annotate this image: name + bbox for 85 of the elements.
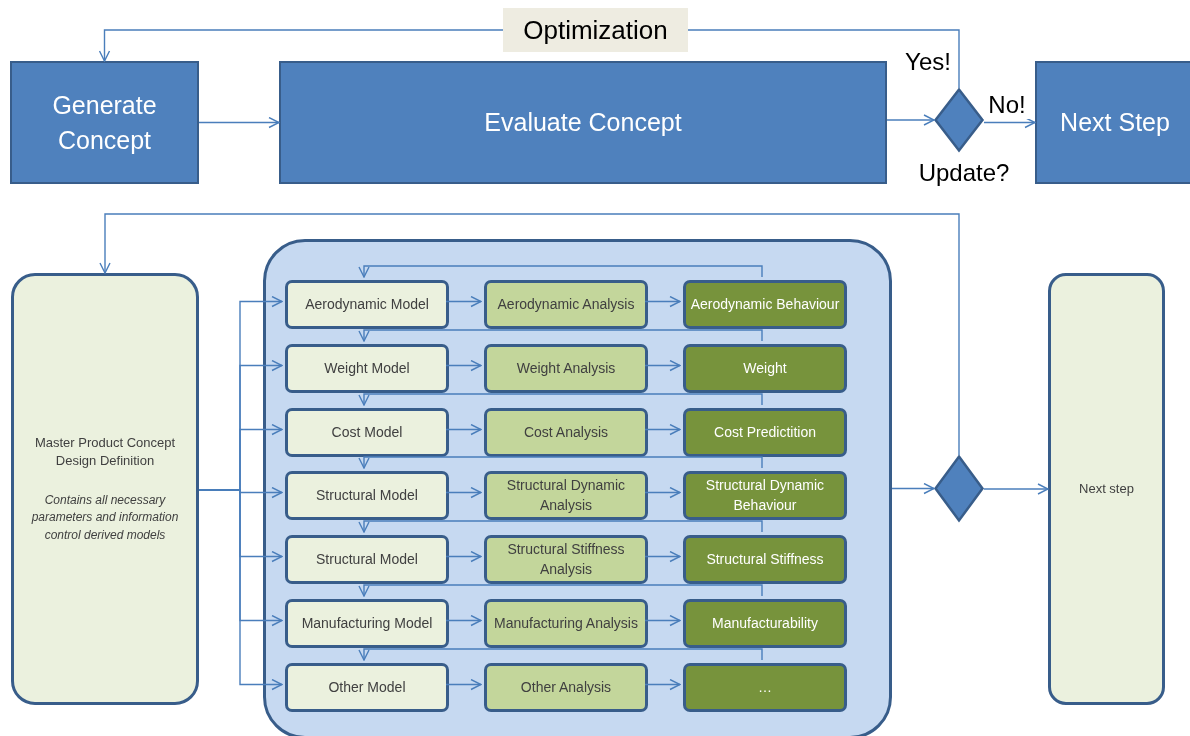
- decision-label: Yes!: [904, 48, 952, 76]
- connector-arrow: [99, 213, 960, 456]
- node-label: Cost Model: [331, 422, 403, 442]
- connector-arrow: [198, 116, 280, 129]
- node-label: Structural Stiffness Analysis: [506, 539, 626, 579]
- node-label: Other Analysis: [520, 677, 612, 697]
- connector-arrow: [445, 295, 482, 308]
- model-group-panel: [263, 239, 892, 736]
- node-label: Aerodynamic Analysis: [497, 294, 635, 314]
- analysis-box: [484, 344, 648, 393]
- connector-arrow: [358, 584, 763, 597]
- analysis-box: [484, 599, 648, 648]
- connector-arrow: [886, 114, 935, 126]
- node-label: Structural Model: [316, 549, 418, 569]
- result-box: [683, 344, 847, 393]
- node-label: Manufacturability: [712, 613, 818, 633]
- connector-arrow: [644, 614, 681, 627]
- node-label: Next Step: [1060, 107, 1170, 138]
- decision-label: Update?: [917, 158, 1011, 188]
- result-box: [683, 535, 847, 584]
- connector-arrow: [358, 265, 763, 278]
- node-label: Manufacturing Analysis: [494, 613, 638, 633]
- connector-arrow: [358, 648, 763, 661]
- node-label: Structural Dynamic Analysis: [505, 475, 627, 515]
- definition-panel: [11, 273, 199, 705]
- analysis-box: [484, 663, 648, 712]
- result-box: [683, 599, 847, 648]
- node-label: Generate Concept: [51, 89, 158, 156]
- process-box: [279, 61, 887, 184]
- analysis-box: [484, 280, 648, 329]
- connector-arrow: [644, 359, 681, 372]
- next-step-panel: [1048, 273, 1165, 705]
- model-box: [285, 599, 449, 648]
- connector-arrow: [358, 520, 763, 533]
- model-box: [285, 280, 449, 329]
- node-label: Cost Analysis: [523, 422, 608, 442]
- connector-arrow: [644, 550, 681, 563]
- connector-arrow: [445, 359, 482, 372]
- node-label: Structural Stiffness: [706, 549, 824, 569]
- result-box: [683, 408, 847, 457]
- node-label: Weight Model: [324, 358, 410, 378]
- node-note: Contains all necessary parameters and information control derived models: [30, 492, 180, 544]
- connector-arrow: [445, 486, 482, 499]
- process-box: [10, 61, 199, 184]
- connector-arrow: [644, 295, 681, 308]
- model-box: [285, 535, 449, 584]
- decision-diamond: [934, 88, 984, 152]
- node-label: Next step: [1079, 479, 1134, 498]
- connector-arrow: [358, 329, 763, 342]
- connector-arrow: [983, 483, 1049, 495]
- connector-arrow: [445, 614, 482, 627]
- node-label: Master Product Concept Design Definition: [33, 433, 177, 470]
- model-box: [285, 344, 449, 393]
- edge-label: Optimization: [503, 8, 688, 52]
- node-label: Structural Dynamic Behaviour: [704, 475, 826, 515]
- analysis-box: [484, 408, 648, 457]
- node-label: Aerodynamic Model: [305, 294, 429, 314]
- connector-arrow: [644, 423, 681, 436]
- analysis-box: [484, 535, 648, 584]
- model-box: [285, 471, 449, 520]
- connector-arrow: [644, 678, 681, 691]
- connector-arrow: [644, 486, 681, 499]
- node-label: Cost Predictition: [714, 422, 816, 442]
- model-box: [285, 408, 449, 457]
- connector-arrow: [445, 550, 482, 563]
- decision-diamond: [934, 455, 984, 522]
- node-label: Structural Model: [316, 485, 418, 505]
- node-label: Other Model: [328, 677, 406, 697]
- node-label: Evaluate Concept: [484, 107, 682, 138]
- result-box: [683, 663, 847, 712]
- result-box: [683, 471, 847, 520]
- connector-arrow: [358, 393, 763, 406]
- connector-arrow: [891, 482, 935, 495]
- model-box: [285, 663, 449, 712]
- node-label: Aerodynamic Behaviour: [690, 294, 840, 314]
- connector-arrow: [445, 678, 482, 691]
- result-box: [683, 280, 847, 329]
- node-label: …: [758, 677, 772, 697]
- connector-arrow: [358, 456, 763, 469]
- analysis-box: [484, 471, 648, 520]
- connector-arrow: [445, 423, 482, 436]
- process-box: [1035, 61, 1190, 184]
- node-label: Manufacturing Model: [301, 613, 433, 633]
- node-label: Weight: [743, 358, 787, 378]
- node-label: Weight Analysis: [516, 358, 616, 378]
